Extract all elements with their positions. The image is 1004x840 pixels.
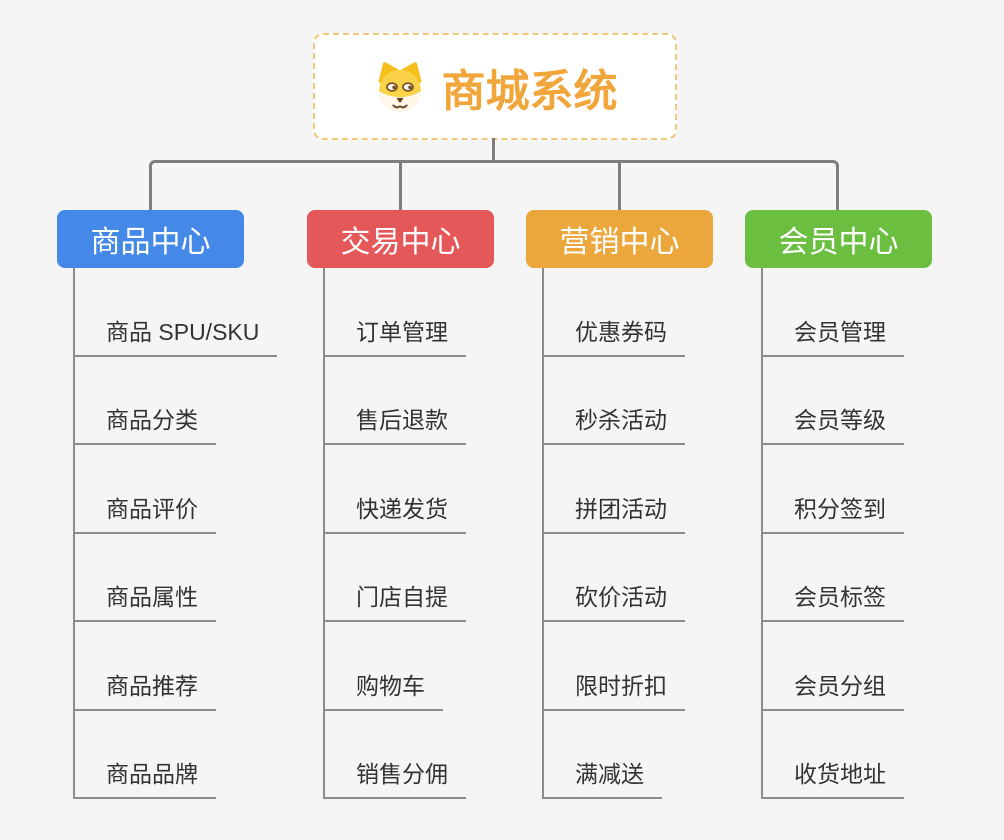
leaf-node[interactable]: 快递发货 <box>323 490 466 534</box>
branch-box-4[interactable]: 会员中心 <box>745 210 932 268</box>
leaf-node[interactable]: 会员分组 <box>761 667 904 711</box>
leaf-row: 售后退款 <box>323 357 603 445</box>
leaf-row: 积分签到 <box>761 445 1004 534</box>
branch-column-4: 会员管理会员等级积分签到会员标签会员分组收货地址 <box>761 268 1004 799</box>
leaf-row: 会员标签 <box>761 534 1004 622</box>
leaf-row: 秒杀活动 <box>542 357 822 445</box>
connector-drop-branch-2 <box>399 162 402 210</box>
leaf-node[interactable]: 商品属性 <box>73 578 216 622</box>
leaf-row: 会员等级 <box>761 357 1004 445</box>
leaf-node[interactable]: 拼团活动 <box>542 490 685 534</box>
leaf-node[interactable]: 售后退款 <box>323 401 466 445</box>
branch-column-2: 订单管理售后退款快递发货门店自提购物车销售分佣 <box>323 268 603 799</box>
leaf-node[interactable]: 会员管理 <box>761 313 904 357</box>
column-line <box>73 268 75 799</box>
branch-label: 交易中心 <box>340 226 461 259</box>
branch-box-1[interactable]: 商品中心 <box>57 210 244 268</box>
leaf-node[interactable]: 订单管理 <box>323 313 466 357</box>
leaf-node[interactable]: 限时折扣 <box>542 667 685 711</box>
root-node[interactable]: 商城系统 <box>313 33 677 140</box>
leaf-row: 商品分类 <box>73 357 353 445</box>
column-line <box>542 268 544 799</box>
dog-face-icon <box>378 61 421 112</box>
leaf-row: 拼团活动 <box>542 445 822 534</box>
leaf-node[interactable]: 会员标签 <box>761 578 904 622</box>
leaf-row: 商品属性 <box>73 534 353 622</box>
leaf-row: 订单管理 <box>323 268 603 357</box>
branch-label: 营销中心 <box>559 226 680 259</box>
leaf-node[interactable]: 收货地址 <box>761 755 904 799</box>
connector-bus <box>149 160 839 210</box>
column-line <box>761 268 763 799</box>
leaf-node[interactable]: 秒杀活动 <box>542 401 685 445</box>
leaf-row: 销售分佣 <box>323 711 603 799</box>
leaf-row: 商品 SPU/SKU <box>73 268 353 357</box>
connector-drop-branch-3 <box>618 162 621 210</box>
root-title: 商城系统 <box>441 66 618 116</box>
branch-column-1: 商品 SPU/SKU 商品分类商品评价商品属性商品推荐商品品牌 <box>73 268 353 799</box>
leaf-node[interactable]: 商品评价 <box>73 490 216 534</box>
leaf-row: 收货地址 <box>761 711 1004 799</box>
leaf-row: 会员管理 <box>761 268 1004 357</box>
branch-label: 商品中心 <box>90 226 211 259</box>
leaf-row: 商品推荐 <box>73 622 353 711</box>
leaf-row: 商品品牌 <box>73 711 353 799</box>
leaf-row: 快递发货 <box>323 445 603 534</box>
leaf-node[interactable]: 会员等级 <box>761 401 904 445</box>
leaf-node[interactable]: 商品 SPU/SKU <box>73 313 278 357</box>
leaf-row: 满减送 <box>542 711 822 799</box>
leaf-node[interactable]: 商品分类 <box>73 401 216 445</box>
leaf-node[interactable]: 门店自提 <box>323 578 466 622</box>
leaf-row: 砍价活动 <box>542 534 822 622</box>
column-line <box>323 268 325 799</box>
leaf-node[interactable]: 商品品牌 <box>73 755 216 799</box>
leaf-node[interactable]: 积分签到 <box>761 490 904 534</box>
leaf-node[interactable]: 销售分佣 <box>323 755 466 799</box>
leaf-node[interactable]: 砍价活动 <box>542 578 685 622</box>
branch-box-3[interactable]: 营销中心 <box>526 210 713 268</box>
branch-column-3: 优惠券码秒杀活动拼团活动砍价活动限时折扣满减送 <box>542 268 822 799</box>
leaf-row: 优惠券码 <box>542 268 822 357</box>
leaf-row: 会员分组 <box>761 622 1004 711</box>
leaf-row: 限时折扣 <box>542 622 822 711</box>
leaf-row: 商品评价 <box>73 445 353 534</box>
leaf-node[interactable]: 满减送 <box>542 755 662 799</box>
leaf-row: 购物车 <box>323 622 603 711</box>
leaf-node[interactable]: 购物车 <box>323 667 443 711</box>
leaf-node[interactable]: 优惠券码 <box>542 313 685 357</box>
leaf-node[interactable]: 商品推荐 <box>73 667 216 711</box>
leaf-row: 门店自提 <box>323 534 603 622</box>
connector-root-drop <box>492 138 495 162</box>
branch-box-2[interactable]: 交易中心 <box>307 210 494 268</box>
branch-label: 会员中心 <box>778 226 899 259</box>
